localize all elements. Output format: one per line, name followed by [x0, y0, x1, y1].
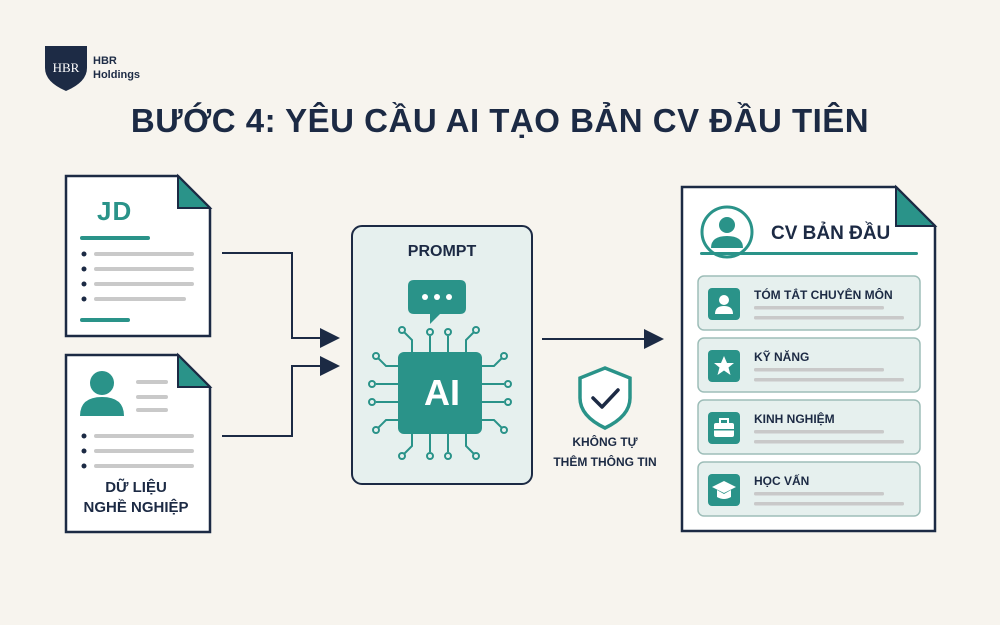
prompt-box [351, 225, 533, 485]
section-label-skills: KỸ NĂNG [754, 350, 810, 364]
jd-document [64, 173, 213, 338]
cv-avatar-icon [700, 205, 754, 259]
ai-chip [398, 352, 482, 434]
cv-document [680, 184, 938, 533]
career-data-document [64, 352, 213, 534]
chat-bubble-icon [408, 280, 466, 324]
cv-section-4 [697, 461, 921, 517]
section-label-education: HỌC VẤN [754, 474, 810, 488]
ai-label: AI [424, 372, 460, 413]
shield-check-icon [578, 366, 632, 430]
cv-section-2 [697, 337, 921, 393]
svg-text:HBR: HBR [53, 60, 80, 75]
input-connectors [222, 252, 340, 437]
person-icon [80, 371, 124, 416]
cv-section-3 [697, 399, 921, 455]
shield-icon [45, 46, 87, 91]
jd-label: JD [97, 196, 133, 226]
section-label-summary: TÓM TẮT CHUYÊN MÔN [754, 288, 893, 302]
hbr-logo: HBR [45, 46, 87, 91]
cv-title: CV BẢN ĐẦU [771, 223, 891, 244]
brand-name: HBR Holdings [93, 55, 141, 81]
career-data-label: DỮ LIỆU NGHỀ NGHIỆP [83, 479, 189, 516]
page-title: BƯỚC 4: YÊU CẦU AI TẠO BẢN CV ĐẦU TIÊN [130, 102, 870, 139]
briefcase-icon [714, 418, 734, 437]
jd-bullet-lines [81, 251, 87, 302]
chip-icon [368, 326, 512, 460]
section-label-experience: KINH NGHIỆM [754, 412, 835, 426]
cv-section-1 [697, 275, 921, 331]
prompt-label: PROMPT [407, 243, 477, 260]
star-icon [714, 356, 734, 375]
graduation-cap-icon [712, 481, 736, 499]
no-extra-info-note: KHÔNG TỰ THÊM THÔNG TIN [553, 435, 657, 469]
user-icon [715, 295, 733, 314]
